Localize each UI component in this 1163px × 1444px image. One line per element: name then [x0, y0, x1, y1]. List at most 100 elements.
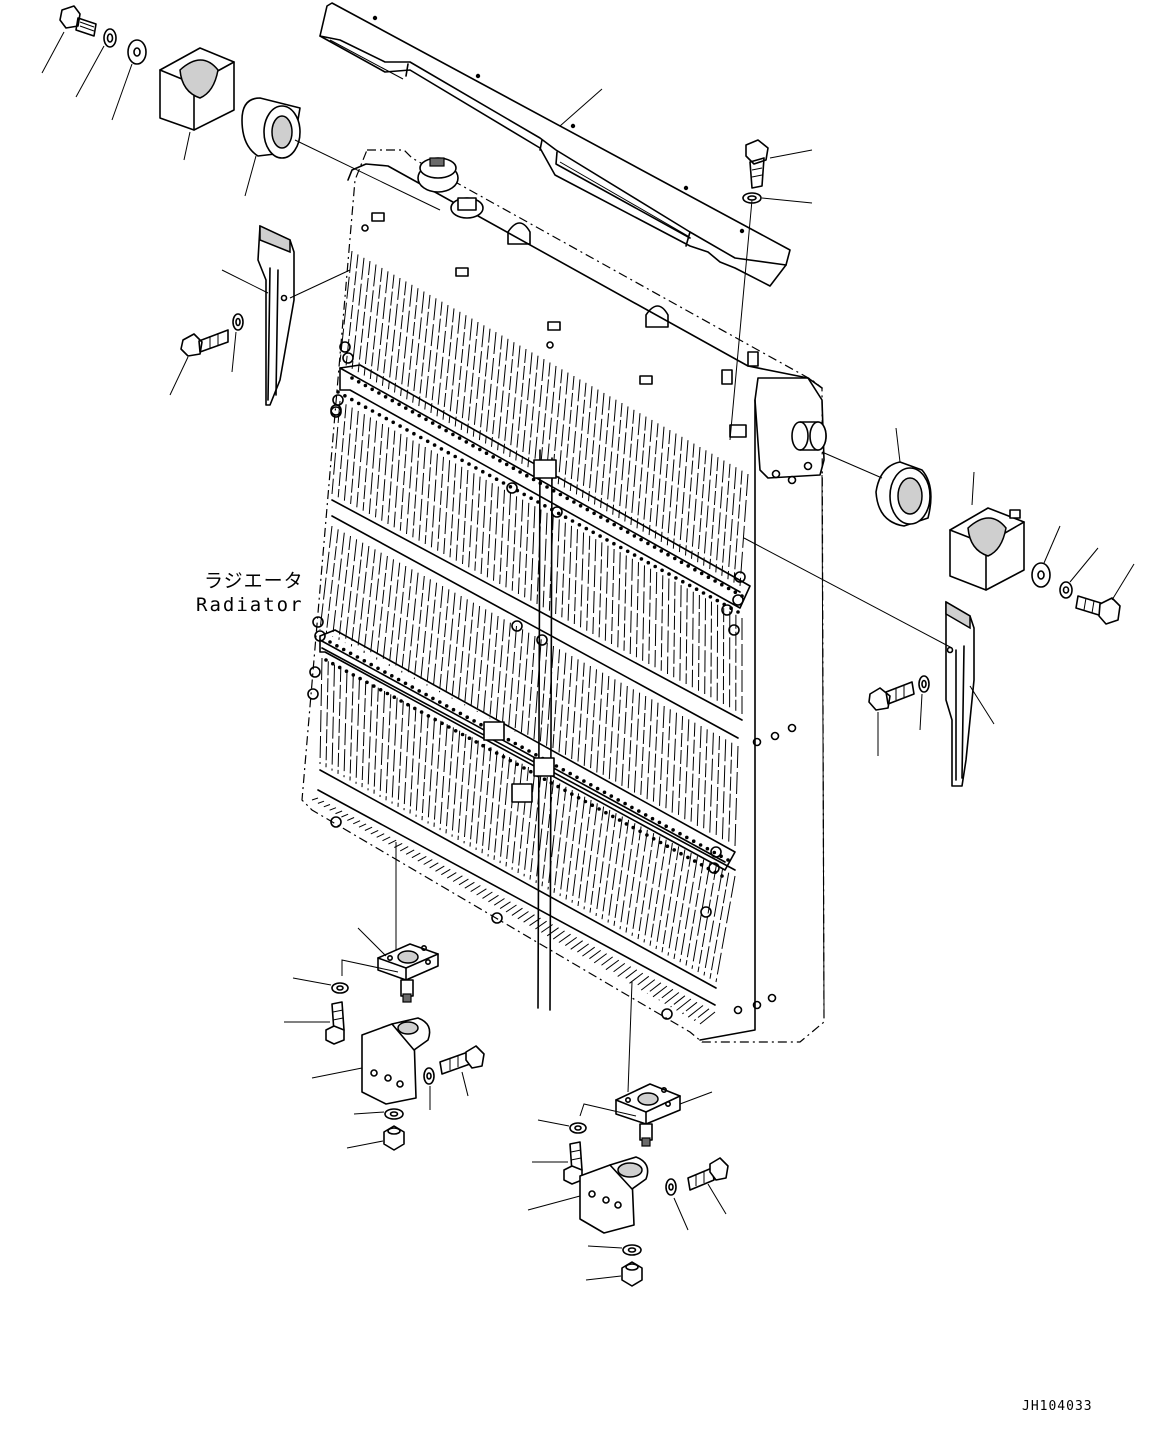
core-fin-line [406, 440, 414, 535]
core-fin-line [624, 409, 635, 522]
rivet-dot [570, 519, 575, 523]
core-fin-line [476, 888, 487, 896]
rivet-dot [558, 492, 563, 497]
core-fin-line [535, 920, 547, 930]
rivet-dot [542, 777, 547, 781]
core-fin-line [462, 469, 469, 565]
core-fin-line [728, 742, 733, 843]
core-fin-line [412, 291, 425, 403]
core-fin-line [349, 674, 354, 781]
core-fin-line [511, 496, 518, 591]
rivet-dot [556, 511, 561, 516]
rivet-dot [399, 699, 403, 703]
rivet-dot [529, 769, 533, 774]
core-fin-line [470, 885, 481, 893]
core-fin-line [483, 612, 493, 716]
rivet-dot [726, 858, 730, 862]
rivet-dot [390, 398, 395, 403]
core-fin-line [667, 578, 670, 675]
rivet-dot [432, 443, 437, 447]
core-fin-line [648, 423, 659, 536]
core-fin-line [338, 535, 351, 640]
core-fin-line [635, 562, 639, 658]
core-fin-line [417, 855, 427, 862]
core-fin-line [699, 1011, 716, 1025]
core-fin-line [493, 753, 504, 860]
core-fin-line [642, 565, 645, 661]
rivet-dot [525, 473, 529, 478]
upper-left-plate-washer [111, 39, 147, 121]
core-fin-line [601, 813, 617, 920]
core-fin-line [697, 450, 707, 563]
core-fin-line [555, 519, 560, 615]
rivet-dot [425, 439, 430, 444]
core-fin-line [684, 719, 690, 820]
core-fin-line [436, 305, 449, 417]
rivet-dot [481, 743, 485, 748]
core-fin-line [575, 382, 587, 495]
core-fin-line [356, 414, 365, 508]
core-fin-line [331, 664, 335, 771]
core-fin-line [344, 539, 358, 644]
rivet-dot [646, 541, 650, 546]
core-fin-line [530, 506, 536, 601]
core-fin-line [451, 730, 461, 837]
core-fin-line [424, 450, 432, 545]
core-fin-line [673, 581, 676, 678]
core-fin-line [485, 332, 497, 444]
core-fin-line [442, 308, 455, 420]
rivet-dot [508, 485, 513, 489]
rivet-dot [398, 424, 402, 428]
core-fin-line [443, 460, 451, 555]
left-stay-bolt [169, 313, 244, 396]
core-fin-line [427, 717, 436, 824]
core-fin-line [357, 545, 370, 650]
rivet-dot [465, 715, 470, 719]
core-fin-line [523, 770, 536, 877]
core-fin-line [454, 315, 467, 427]
core-fin-line [660, 575, 664, 671]
core-fin-line [323, 804, 331, 808]
core-fin-line [495, 619, 505, 722]
rivet-dot [538, 481, 543, 486]
core-fin-line [411, 852, 421, 859]
core-fin-line [691, 591, 694, 688]
core-fin-line [464, 602, 474, 706]
core-fin-line [630, 413, 641, 525]
core-fin-line [691, 862, 711, 969]
rivet-dot [341, 647, 346, 652]
rivet-dot [592, 511, 596, 516]
upper-left-bolt [41, 5, 97, 74]
rivet-dot [665, 844, 670, 848]
rivet-dot [582, 779, 586, 783]
core-fin-line [325, 529, 339, 634]
core-fin-line [727, 467, 737, 580]
rivet-dot [715, 598, 720, 603]
core-fin-line [612, 402, 623, 515]
core-fin-line [357, 261, 371, 373]
right-stay-bolt [868, 675, 930, 756]
rivet-dot [350, 376, 354, 380]
core-fin-line [571, 659, 579, 761]
core-fin-line [350, 542, 364, 647]
core-fin-line [598, 542, 603, 638]
core-fin-line [382, 559, 394, 663]
rivet-rows [324, 376, 744, 878]
core-fin-line [592, 539, 597, 635]
rivet-dot [694, 587, 699, 591]
core-fin-line [563, 375, 575, 488]
rivet-dot [494, 477, 499, 482]
core-fin-line [400, 284, 413, 396]
core-fin-line [401, 569, 413, 673]
rivet-dot [331, 661, 335, 666]
core-fin-line [345, 254, 359, 366]
rivet-dot [460, 458, 464, 463]
core-fin-line [347, 817, 355, 821]
rivet-dot [350, 397, 354, 402]
rivet-dot [584, 526, 589, 531]
rivet-dot [667, 572, 671, 576]
core-fin-line [690, 722, 696, 824]
core-fin-line [636, 416, 647, 529]
rivet-dot [554, 764, 559, 768]
right-stay [743, 537, 995, 787]
